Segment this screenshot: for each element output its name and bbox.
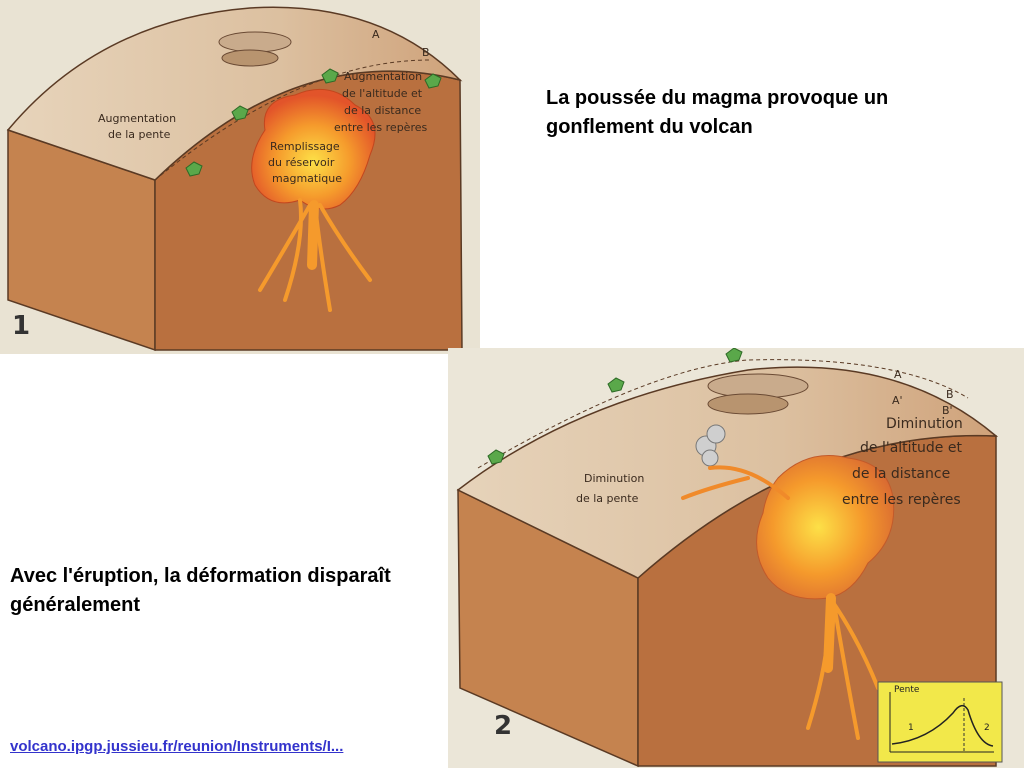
slope-label-line2: de la pente (108, 128, 171, 141)
inset-phase-2: 2 (984, 723, 990, 733)
survey-marker-icon (607, 377, 625, 393)
panel-number-2: 2 (494, 711, 512, 741)
magma-chamber (756, 455, 895, 600)
summit-crater (707, 373, 809, 415)
altitude-label-line4: entre les repères (334, 121, 427, 134)
altitude-label-line1: Augmentation (344, 70, 422, 83)
caption-inflation: La poussée du magma provoque un gonfleme… (546, 87, 889, 138)
main-conduit (823, 593, 836, 673)
slope-label-line1: Augmentation (98, 112, 176, 125)
block-top-surface (6, 6, 463, 181)
inset-title: Pente (894, 685, 920, 695)
volcano-block-diagram-1: A B Augmentation de la pente Augmentatio… (6, 6, 463, 352)
reservoir-label-line3: magmatique (272, 172, 342, 185)
survey-marker-icon (231, 105, 249, 121)
survey-marker-icon (487, 449, 505, 465)
reservoir-label-line1: Remplissage (270, 140, 340, 153)
altitude-label-line3: de la distance (344, 104, 421, 117)
reservoir-label-line2: du réservoir (268, 156, 335, 169)
marker-label-a: A (894, 368, 902, 381)
eruptive-dike (681, 465, 790, 500)
panel-number-1: 1 (12, 311, 30, 341)
summit-crater (218, 31, 292, 67)
slope-label-line2: de la pente (576, 492, 639, 505)
survey-marker-icon (185, 161, 203, 177)
altitude-label-line2: de l'altitude et (342, 87, 423, 100)
main-conduit (307, 200, 319, 270)
marker-label-b: B (946, 388, 954, 401)
marker-label-a: A (372, 28, 380, 41)
inset-slope-curve (891, 704, 994, 747)
slope-label-line1: Diminution (584, 472, 644, 485)
altitude-label-line1: Diminution (886, 416, 963, 432)
survey-marker-icon (725, 348, 743, 363)
diagram-panel-1: A B Augmentation de la pente Augmentatio… (0, 0, 480, 354)
altitude-label-line3: de la distance (852, 466, 950, 482)
slope-inset-chart: Pente 1 2 (877, 681, 1003, 763)
caption-eruption: Avec l'éruption, la déformation disparaî… (10, 565, 391, 616)
source-link[interactable]: volcano.ipgp.jussieu.fr/reunion/Instrume… (10, 738, 344, 755)
altitude-label-line4: entre les repères (842, 492, 961, 508)
volcano-block-diagram-2: A A' B B' Diminution de la pente Diminut… (456, 348, 1003, 768)
marker-label-b-prime: B' (942, 404, 953, 417)
marker-label-b: B (422, 46, 430, 59)
inflated-profile-line (477, 359, 969, 469)
eruption-plume (695, 424, 726, 467)
survey-marker-icon (424, 73, 442, 89)
magma-conduits (258, 198, 372, 312)
inset-phase-1: 1 (908, 723, 914, 733)
survey-marker-icon (321, 68, 339, 84)
diagram-panel-2: A A' B B' Diminution de la pente Diminut… (448, 348, 1024, 768)
altitude-label-line2: de l'altitude et (860, 440, 962, 456)
marker-label-a-prime: A' (892, 394, 903, 407)
magma-reservoir (251, 88, 376, 210)
